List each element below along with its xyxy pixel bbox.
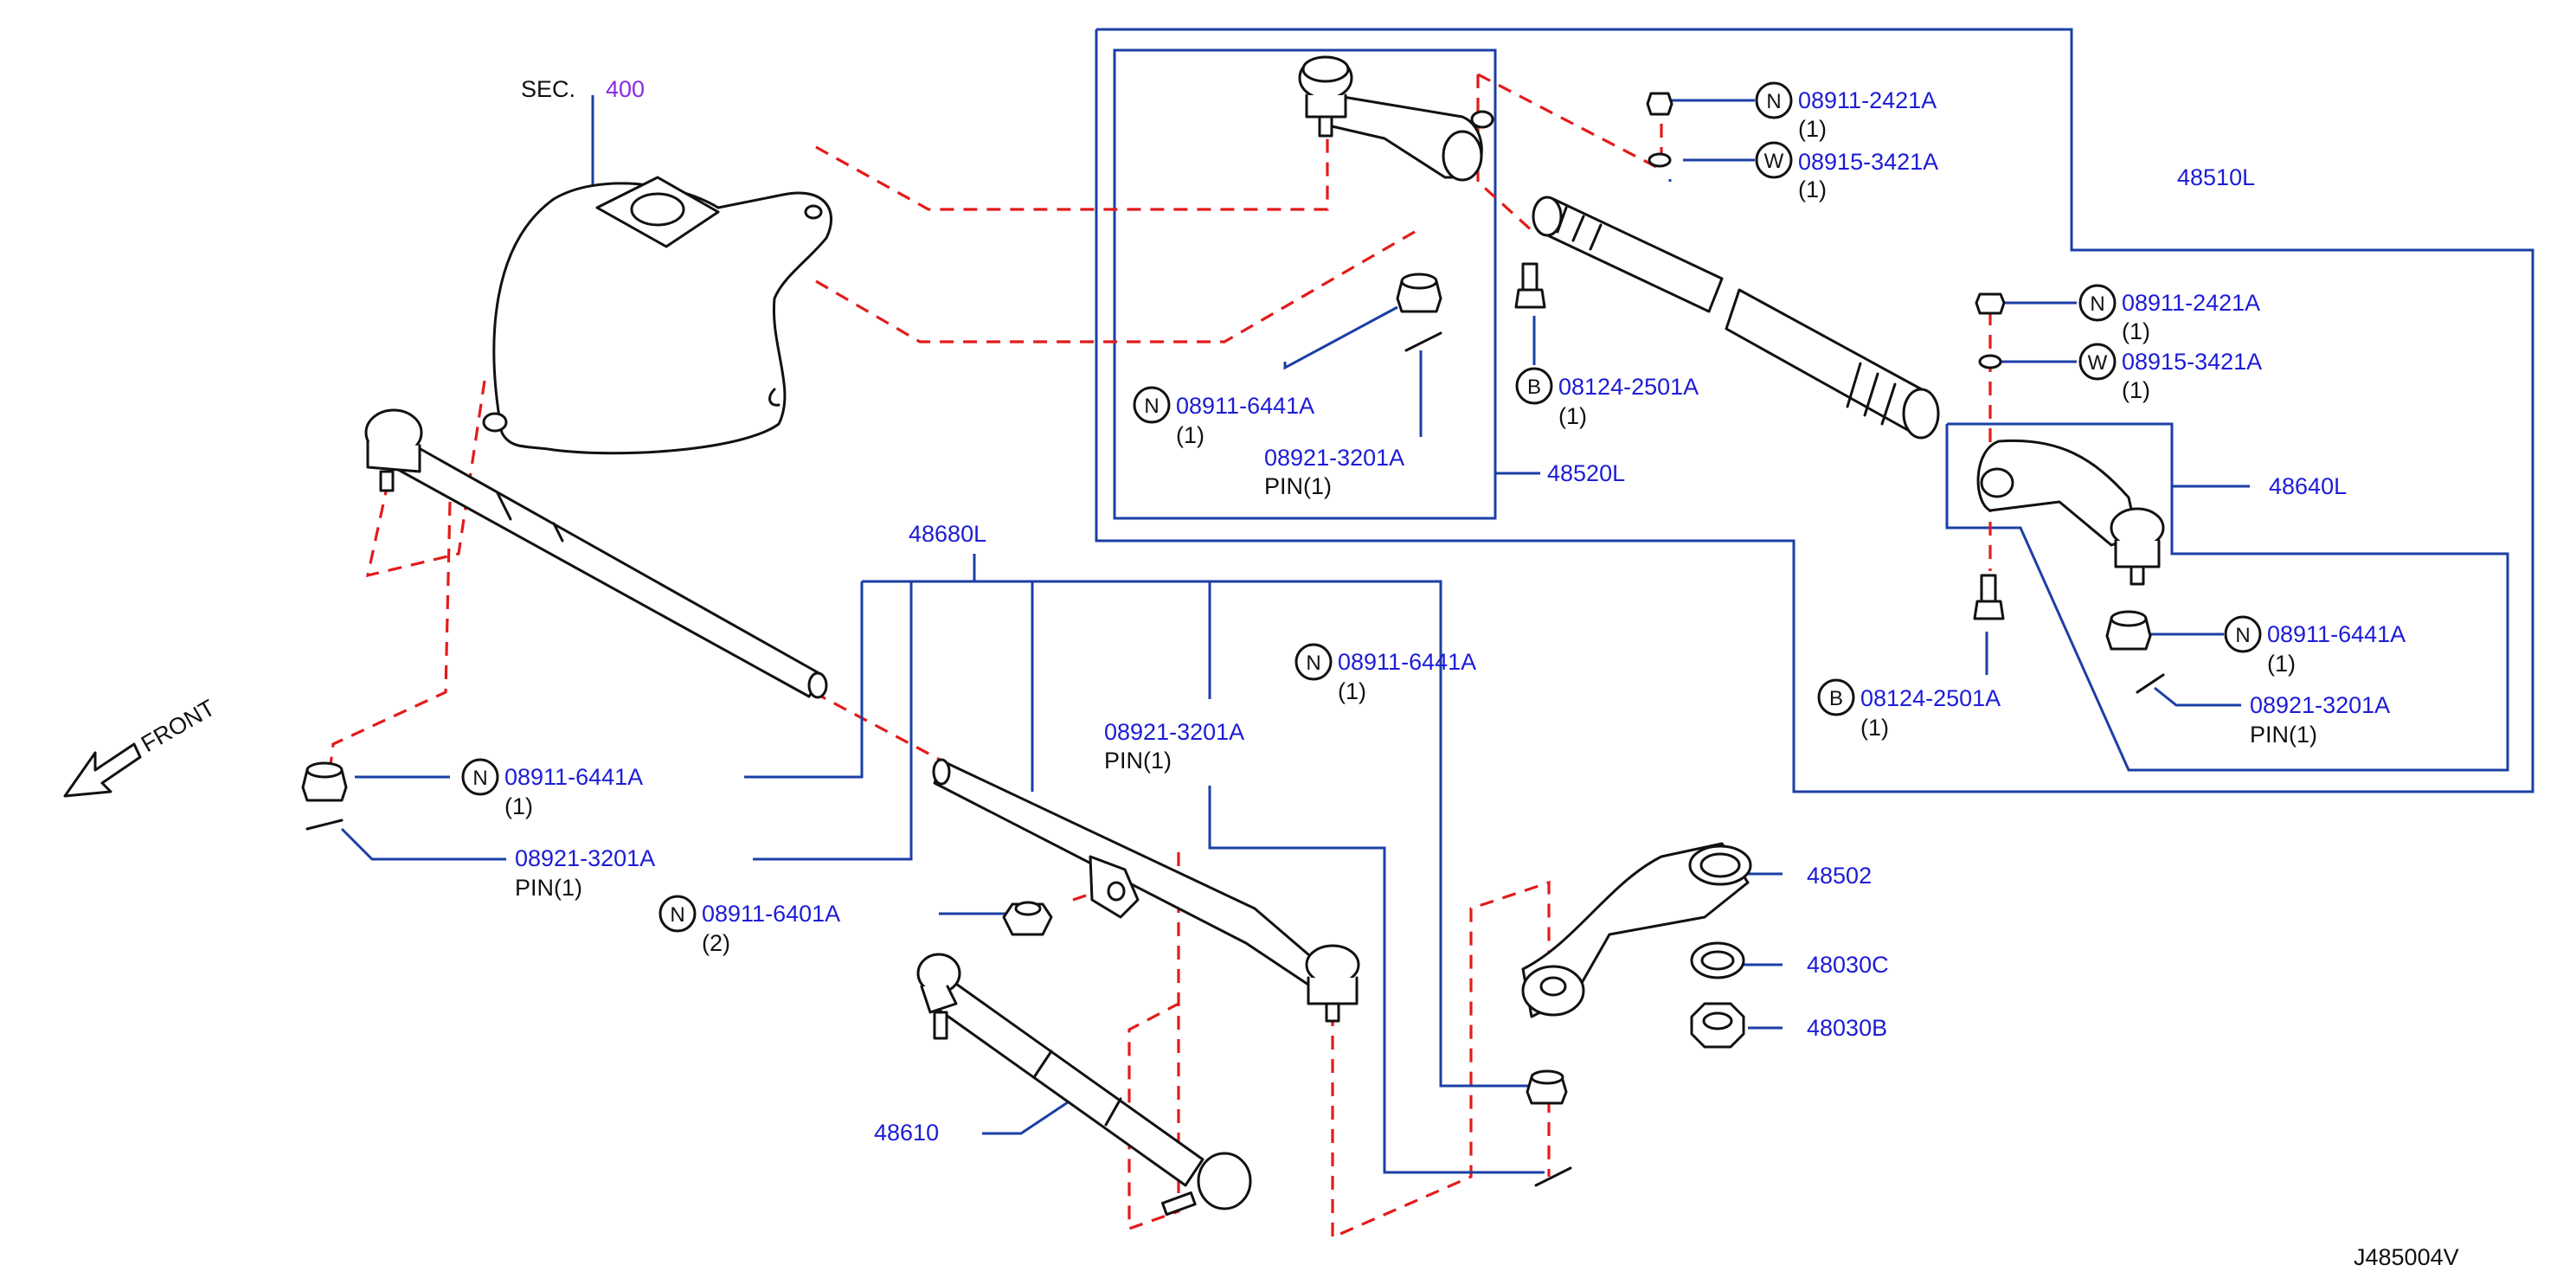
label-left-pin: 08921-3201A (515, 845, 655, 871)
label-inner-top-washer: 08915-3421A (1798, 149, 1938, 175)
qty-left-nut-6441: (1) (504, 793, 533, 819)
adjusting-sleeve-shaft (1532, 196, 1940, 440)
qty-right-pin: PIN(1) (2250, 722, 2317, 748)
alignment-lines (327, 73, 1992, 1240)
label-inner-nut-6441: 08911-6441A (1176, 393, 1314, 419)
qty-center-pin: PIN(1) (1104, 748, 1172, 774)
qty-inner-top-nut: (1) (1798, 116, 1827, 142)
label-inner-pin: 08921-3201A (1264, 445, 1404, 471)
label-48030b: 48030B (1807, 1015, 1887, 1041)
tie-rod-end-48520l (1298, 55, 1494, 182)
qty-left-nut-6401: (2) (702, 930, 730, 956)
group-48640l-outline (1945, 422, 2509, 772)
qty-center-nut-6441: (1) (1338, 678, 1366, 704)
svg-text:B: B (1527, 376, 1541, 399)
group-48510l-outline (1095, 28, 2534, 793)
qty-right-washer: (1) (2122, 377, 2150, 403)
label-right-bolt: 08124-2501A (1860, 685, 2001, 711)
svg-text:N: N (1766, 90, 1781, 113)
label-48640l: 48640L (2269, 473, 2347, 499)
qty-inner-nut-6441: (1) (1176, 422, 1204, 448)
label-left-nut-6441: 08911-6441A (504, 764, 643, 790)
pitman-arm-48502 (1521, 842, 1752, 1018)
label-right-nut-2421: 08911-2421A (2122, 290, 2260, 316)
svg-text:N: N (1306, 652, 1320, 675)
label-right-pin: 08921-3201A (2250, 692, 2390, 718)
label-48610: 48610 (874, 1120, 939, 1146)
fasteners (301, 92, 2165, 1187)
svg-text:N: N (670, 903, 684, 927)
svg-text:N: N (472, 767, 487, 790)
part-labels: 48510L 48520L 48640L 48680L 48610 48502 … (504, 87, 2406, 1146)
label-inner-bolt: 08124-2501A (1558, 374, 1699, 400)
svg-text:N: N (1144, 395, 1159, 418)
label-center-nut-6441: 08911-6441A (1338, 649, 1476, 675)
svg-text:N: N (2235, 624, 2250, 647)
label-right-nut-6441: 08911-6441A (2267, 621, 2406, 647)
tie-rod-end-48640l (1976, 439, 2165, 586)
front-direction-arrow: FRONT (63, 695, 220, 798)
front-label: FRONT (137, 695, 220, 757)
label-inner-top-nut: 08911-2421A (1798, 87, 1937, 113)
svg-text:N: N (2090, 292, 2104, 316)
qty-inner-pin: PIN(1) (1264, 473, 1332, 499)
svg-text:W: W (2088, 351, 2108, 375)
qty-left-pin: PIN(1) (515, 875, 582, 901)
steering-gear-housing (482, 176, 832, 455)
label-48030c: 48030C (1807, 952, 1889, 978)
sec-number: 400 (606, 76, 645, 102)
qty-inner-top-washer: (1) (1798, 177, 1827, 202)
steering-damper-48610 (916, 953, 1252, 1217)
label-48520l: 48520L (1547, 460, 1625, 486)
sec-prefix: SEC. (521, 76, 575, 102)
svg-text:W: W (1764, 150, 1784, 173)
cross-rod (932, 758, 1360, 1023)
diagram-code: J485004V (2354, 1244, 2459, 1270)
qty-right-bolt: (1) (1860, 715, 1889, 741)
label-48680l: 48680L (909, 521, 986, 547)
label-48502: 48502 (1807, 863, 1872, 889)
label-48510l: 48510L (2177, 164, 2255, 190)
label-center-pin: 08921-3201A (1104, 719, 1244, 745)
qty-inner-bolt: (1) (1558, 403, 1587, 429)
nut-48030b (1690, 1002, 1745, 1049)
group-48520l-outline (1113, 48, 1497, 520)
label-left-nut-6401: 08911-6401A (702, 901, 840, 927)
lock-washer-48030c (1690, 941, 1745, 979)
label-right-washer: 08915-3421A (2122, 349, 2262, 375)
svg-text:B: B (1829, 687, 1843, 710)
symbol-circles: N W B N N W B N N N N (461, 81, 2262, 933)
qty-right-nut-2421: (1) (2122, 318, 2150, 344)
tie-rod-long (364, 408, 828, 699)
qty-right-nut-6441: (1) (2267, 651, 2296, 677)
leader-lines (340, 95, 2250, 1174)
